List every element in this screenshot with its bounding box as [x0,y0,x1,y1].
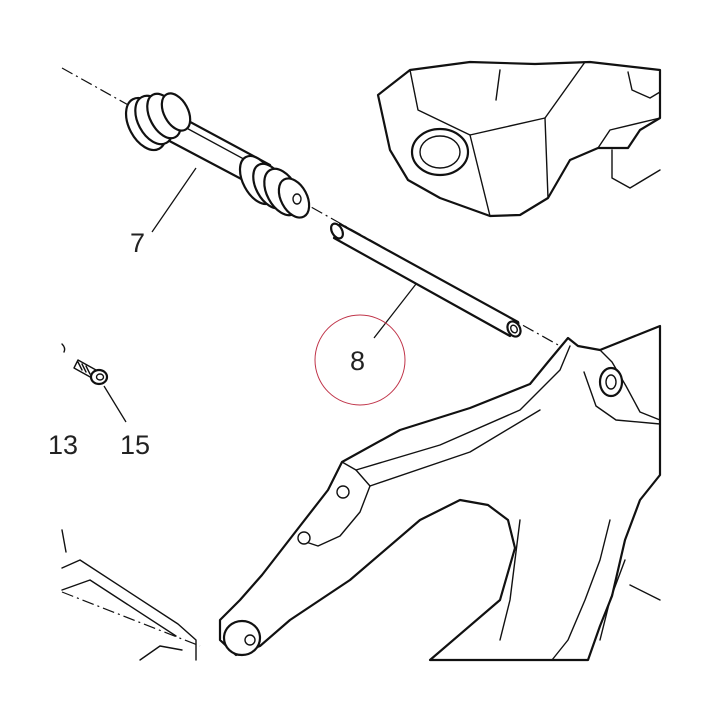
lower-left-component [61,529,201,661]
upper-housing [376,60,662,218]
tube-8 [330,222,522,338]
callout-13: 13 [48,430,78,460]
bolt-15 [73,359,109,386]
callout-8: 8 [350,346,365,376]
callout-15: 15 [120,430,150,460]
highlight-circle [314,314,406,406]
leader-8 [373,283,417,339]
partial-hardware-13 [61,343,66,353]
swing-arm-frame [218,324,662,662]
spindle-7 [124,92,311,219]
callout-7: 7 [130,228,145,258]
leader-15 [103,385,127,423]
leader-7 [151,167,197,233]
